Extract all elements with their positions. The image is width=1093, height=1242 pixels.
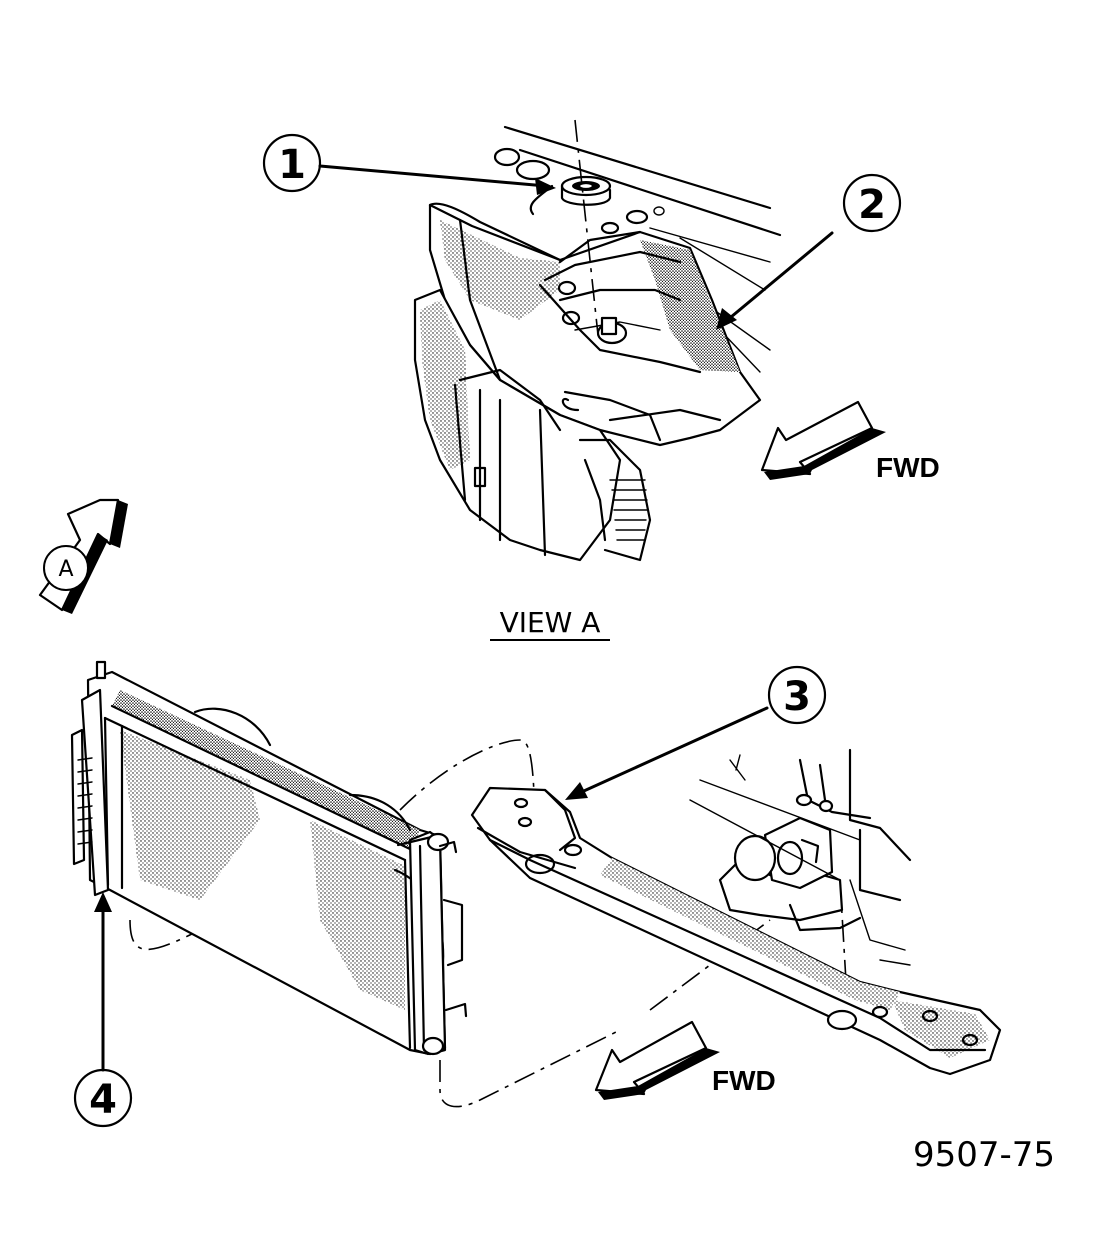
callout-1: 1 bbox=[262, 133, 556, 195]
callout-2: 2 bbox=[716, 173, 902, 330]
figure-number: 9507-75 bbox=[913, 1135, 1055, 1175]
callout-2-number: 2 bbox=[858, 182, 886, 228]
callout-3: 3 bbox=[565, 665, 827, 800]
view-a-title: VIEW A bbox=[500, 606, 601, 639]
crossmember-assembly bbox=[470, 748, 1002, 1076]
callout-1-number: 1 bbox=[278, 142, 306, 188]
view-a-marker: A bbox=[38, 498, 128, 614]
fwd-arrow-bottom: FWD bbox=[594, 1020, 776, 1100]
fwd-label-bottom: FWD bbox=[712, 1065, 776, 1096]
callout-3-number: 3 bbox=[783, 674, 811, 720]
callout-4-number: 4 bbox=[89, 1077, 117, 1123]
view-a-caption: VIEW A bbox=[490, 606, 610, 641]
callout-4: 4 bbox=[73, 892, 133, 1128]
radiator-assembly bbox=[70, 660, 849, 1108]
view-a-detail bbox=[413, 119, 782, 562]
view-marker-letter: A bbox=[58, 557, 73, 582]
fwd-arrow-top: FWD bbox=[760, 400, 940, 483]
fwd-label-top: FWD bbox=[876, 452, 940, 483]
